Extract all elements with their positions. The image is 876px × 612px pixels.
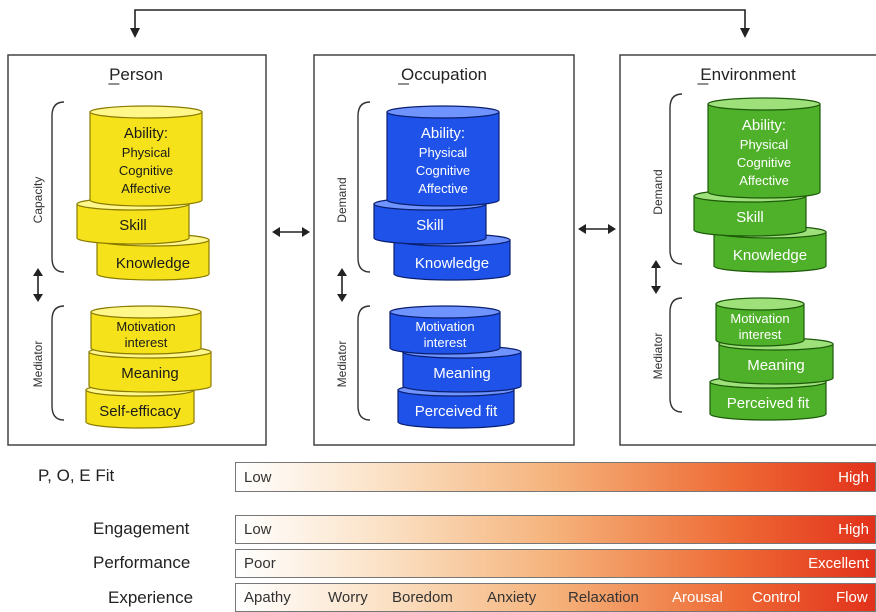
- column-title: Environment: [700, 65, 796, 84]
- upper-side-label: Capacity: [31, 177, 45, 224]
- ability-line: Physical: [122, 145, 171, 160]
- upper-side-label: Demand: [651, 169, 665, 214]
- performance-bar: Poor Excellent: [235, 549, 876, 578]
- engagement-scale-label: Engagement: [93, 519, 190, 538]
- engagement-low-label: Low: [244, 521, 272, 538]
- ability-line: Affective: [121, 181, 171, 196]
- bottom-cylinder: Perceived fit: [709, 375, 827, 421]
- ability-line: Physical: [419, 145, 468, 160]
- knowledge-label: Knowledge: [733, 247, 807, 264]
- occupation-environment-double-arrow-icon: [578, 224, 616, 234]
- skill-label: Skill: [416, 217, 444, 234]
- performance-low-label: Poor: [244, 555, 276, 572]
- experience-scale-label: Experience: [108, 588, 194, 607]
- ability-line: Affective: [418, 181, 468, 196]
- experience-word: Apathy: [244, 589, 291, 606]
- motivation-line: interest: [739, 327, 782, 342]
- performance-scale-label: Performance: [93, 553, 191, 572]
- meaning-label: Meaning: [433, 365, 491, 382]
- engagement-bar: Low High: [235, 515, 876, 544]
- experience-bar: Apathy Worry Boredom Anxiety Relaxation …: [235, 583, 876, 612]
- upper-brace: [51, 101, 65, 273]
- vertical-double-arrow-icon: [337, 268, 347, 302]
- lower-brace: [51, 305, 65, 421]
- lower-side-label: Mediator: [31, 341, 45, 388]
- vertical-double-arrow-icon: [651, 260, 661, 294]
- ability-line: Cognitive: [416, 163, 470, 178]
- motivation-line: Motivation: [415, 319, 474, 334]
- ability-line: Cognitive: [737, 155, 791, 170]
- skill-label: Skill: [119, 217, 147, 234]
- ability-line: Cognitive: [119, 163, 173, 178]
- ability-title: Ability:: [124, 125, 168, 142]
- bottom-cylinder-label: Perceived fit: [415, 403, 498, 420]
- meaning-label: Meaning: [747, 357, 805, 374]
- bottom-cylinder-label: Self-efficacy: [99, 403, 181, 420]
- upper-side-label: Demand: [335, 177, 349, 222]
- person-occupation-double-arrow-icon: [272, 227, 310, 237]
- column-title: Occupation: [401, 65, 487, 84]
- skill-label: Skill: [736, 209, 764, 226]
- experience-word: Boredom: [392, 589, 453, 606]
- bottom-cylinder-label: Perceived fit: [727, 395, 810, 412]
- motivation-line: Motivation: [730, 311, 789, 326]
- arrowhead-left-top-icon: [130, 28, 140, 38]
- experience-word: Worry: [328, 589, 368, 606]
- motivation-line: interest: [125, 335, 168, 350]
- fit-low-label: Low: [244, 469, 272, 486]
- upper-brace: [669, 93, 683, 265]
- experience-word: Arousal: [672, 589, 723, 606]
- experience-word: Flow: [836, 589, 868, 606]
- upper-brace: [357, 101, 371, 273]
- ability-line: Physical: [740, 137, 789, 152]
- column-title: Person: [109, 65, 163, 84]
- lower-brace: [357, 305, 371, 421]
- arrowhead-right-top-icon: [740, 28, 750, 38]
- engagement-high-label: High: [838, 521, 869, 538]
- lower-side-label: Mediator: [335, 341, 349, 388]
- knowledge-label: Knowledge: [415, 255, 489, 272]
- experience-word: Relaxation: [568, 589, 639, 606]
- ability-line: Affective: [739, 173, 789, 188]
- fit-bar: Low High: [235, 462, 876, 492]
- lower-brace: [669, 297, 683, 413]
- meaning-label: Meaning: [121, 365, 179, 382]
- person-environment-connector: [134, 9, 746, 30]
- experience-word: Control: [752, 589, 801, 606]
- performance-high-label: Excellent: [808, 555, 869, 572]
- fit-high-label: High: [838, 469, 869, 486]
- ability-title: Ability:: [421, 125, 465, 142]
- fit-scale-label: P, O, E Fit: [38, 466, 115, 485]
- experience-word: Anxiety: [487, 589, 537, 606]
- motivation-line: interest: [424, 335, 467, 350]
- motivation-line: Motivation: [116, 319, 175, 334]
- lower-side-label: Mediator: [651, 333, 665, 380]
- knowledge-label: Knowledge: [116, 255, 190, 272]
- vertical-double-arrow-icon: [33, 268, 43, 302]
- ability-title: Ability:: [742, 117, 786, 134]
